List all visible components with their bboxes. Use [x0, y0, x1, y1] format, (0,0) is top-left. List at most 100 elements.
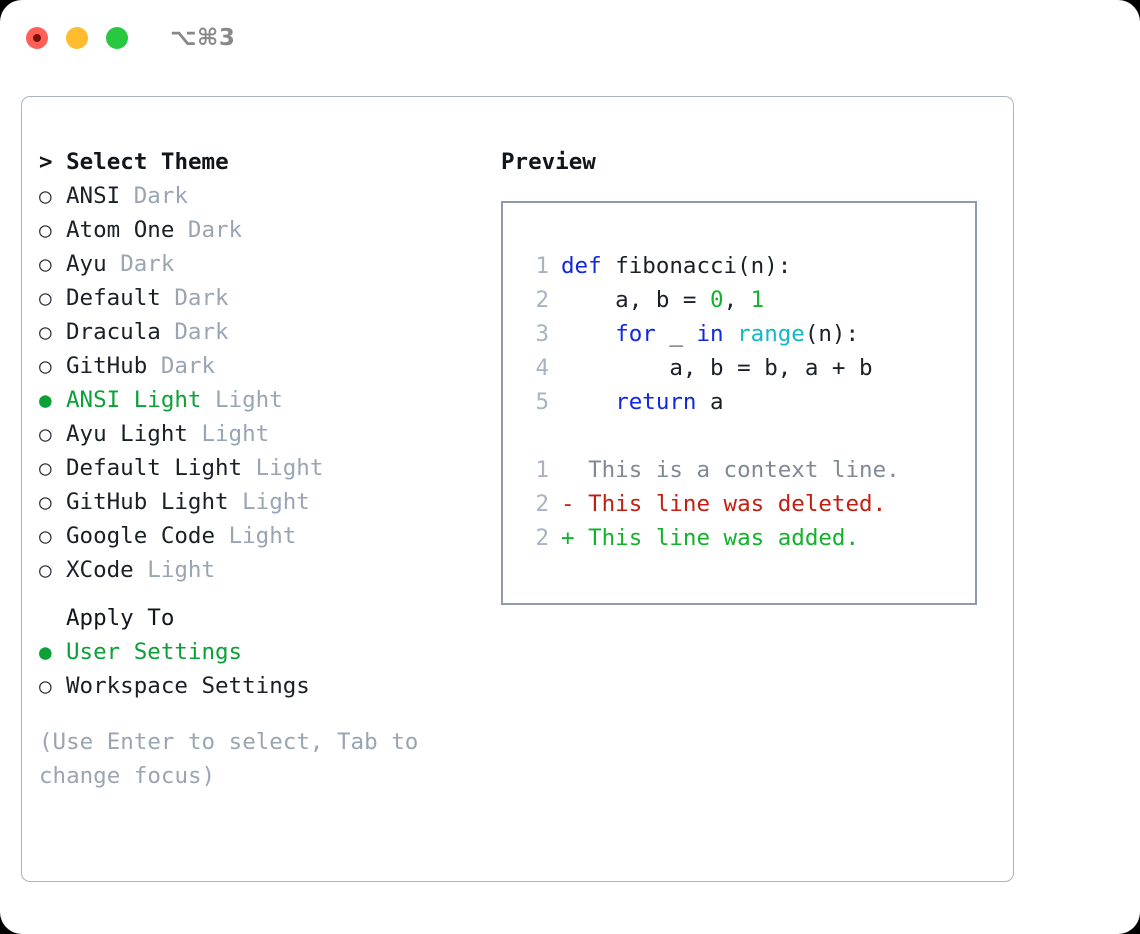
- keyboard-hint-text: (Use Enter to select, Tab to change focu…: [39, 729, 419, 789]
- code-text: a, b = b, a + b: [561, 351, 873, 385]
- diff-line: 2 + This line was added.: [521, 521, 975, 555]
- radio-unselected-icon[interactable]: ○: [39, 286, 52, 310]
- diff-text: This is a context line.: [561, 453, 900, 487]
- diff-sample: 1 This is a context line.2- This line wa…: [521, 453, 975, 555]
- theme-list[interactable]: ○ANSI Dark○Atom One Dark○Ayu Dark○Defaul…: [39, 179, 489, 587]
- code-token: a: [696, 389, 724, 415]
- radio-selected-icon[interactable]: ●: [39, 640, 52, 664]
- radio-unselected-icon[interactable]: ○: [39, 422, 52, 446]
- theme-kind-label: Dark: [187, 217, 243, 243]
- theme-kind-label: Light: [228, 523, 297, 549]
- code-line: 3 for _ in range(n):: [521, 317, 975, 351]
- code-token: 0: [710, 287, 724, 313]
- diff-content: This line was added.: [588, 525, 860, 551]
- theme-list-item[interactable]: ○Dracula Dark: [39, 315, 489, 349]
- spacer: [120, 179, 134, 213]
- code-token: range: [737, 321, 805, 347]
- code-text: a, b = 0, 1: [561, 283, 764, 317]
- radio-unselected-icon[interactable]: ○: [39, 252, 52, 276]
- radio-unselected-icon[interactable]: ○: [39, 320, 52, 344]
- code-text: return a: [561, 385, 724, 419]
- theme-name: Ayu: [66, 251, 107, 277]
- theme-kind-label: Light: [255, 455, 324, 481]
- line-number: 2: [535, 287, 549, 313]
- theme-list-item[interactable]: ○Ayu Dark: [39, 247, 489, 281]
- line-number: 1: [535, 253, 549, 279]
- theme-name: Atom One: [66, 217, 175, 243]
- code-token: [724, 321, 738, 347]
- code-token: [561, 389, 615, 415]
- code-diff-separator: [521, 419, 975, 453]
- spacer: [161, 281, 175, 315]
- spacer: [201, 383, 215, 417]
- code-token: for: [615, 321, 656, 347]
- radio-unselected-icon[interactable]: ○: [39, 456, 52, 480]
- line-number: 5: [535, 389, 549, 415]
- theme-list-item[interactable]: ○Default Dark: [39, 281, 489, 315]
- select-theme-heading: > Select Theme: [39, 149, 229, 175]
- theme-list-item[interactable]: ○GitHub Dark: [39, 349, 489, 383]
- theme-list-item[interactable]: ○Google Code Light: [39, 519, 489, 553]
- radio-unselected-icon[interactable]: ○: [39, 558, 52, 582]
- theme-name: XCode: [66, 557, 134, 583]
- theme-list-item[interactable]: ● ANSI Light Light: [39, 383, 489, 417]
- theme-kind-label: Light: [215, 387, 283, 413]
- code-line: 5 return a: [521, 385, 975, 419]
- code-token: (n):: [804, 321, 860, 347]
- code-token: a, b =: [561, 287, 711, 313]
- theme-list-item[interactable]: ○ Ayu Light Light: [39, 417, 489, 451]
- spacer: [134, 553, 148, 587]
- spacer: [242, 451, 256, 485]
- spacer: [229, 485, 243, 519]
- traffic-light-group: [26, 27, 128, 49]
- theme-kind-label: Light: [147, 557, 216, 583]
- maximize-button[interactable]: [106, 27, 128, 49]
- code-token: def: [561, 253, 602, 279]
- apply-to-option[interactable]: ●User Settings: [39, 635, 489, 669]
- spacer: [147, 349, 161, 383]
- theme-list-item[interactable]: ○ANSI Dark: [39, 179, 489, 213]
- spacer: [188, 417, 202, 451]
- spacer: [39, 587, 489, 601]
- radio-unselected-icon[interactable]: ○: [39, 674, 52, 698]
- theme-list-item[interactable]: ○ Atom One Dark: [39, 213, 489, 247]
- radio-unselected-icon[interactable]: ○: [39, 524, 52, 548]
- diff-sign: +: [561, 525, 589, 551]
- code-text: for _ in range(n):: [561, 317, 859, 351]
- minimize-button[interactable]: [66, 27, 88, 49]
- code-token: _: [655, 321, 697, 347]
- theme-list-item[interactable]: ○Default Light Light: [39, 451, 489, 485]
- diff-content: This line was deleted.: [588, 491, 887, 517]
- theme-name: ANSI Light: [66, 387, 202, 413]
- code-token: return: [615, 389, 697, 415]
- code-line: 4 a, b = b, a + b: [521, 351, 975, 385]
- apply-to-list[interactable]: ●User Settings○Workspace Settings: [39, 635, 489, 703]
- theme-kind-label: Light: [201, 421, 270, 447]
- theme-name: Ayu Light: [66, 421, 188, 447]
- close-button[interactable]: [26, 27, 48, 49]
- radio-unselected-icon[interactable]: ○: [39, 184, 52, 208]
- diff-text: - This line was deleted.: [561, 487, 886, 521]
- code-line: 1 def fibonacci(n):: [521, 249, 975, 283]
- code-token: [561, 321, 615, 347]
- spacer: [215, 519, 229, 553]
- line-number: 2: [535, 525, 549, 551]
- apply-to-option[interactable]: ○Workspace Settings: [39, 669, 489, 703]
- radio-unselected-icon[interactable]: ○: [39, 218, 52, 242]
- theme-kind-label: Dark: [174, 285, 229, 311]
- theme-list-item[interactable]: ○GitHub Light Light: [39, 485, 489, 519]
- theme-list-item[interactable]: ○ XCode Light: [39, 553, 489, 587]
- theme-selector-column: > Select Theme ○ANSI Dark○Atom One Dark○…: [39, 145, 489, 793]
- radio-selected-icon[interactable]: ●: [39, 388, 52, 412]
- code-token: a, b = b, a + b: [561, 355, 873, 381]
- preview-heading: Preview: [501, 149, 596, 175]
- theme-kind-label: Dark: [174, 319, 229, 345]
- radio-unselected-icon[interactable]: ○: [39, 354, 52, 378]
- spacer: [174, 213, 188, 247]
- spacer: [161, 315, 175, 349]
- code-text: def fibonacci(n):: [561, 249, 791, 283]
- radio-unselected-icon[interactable]: ○: [39, 490, 52, 514]
